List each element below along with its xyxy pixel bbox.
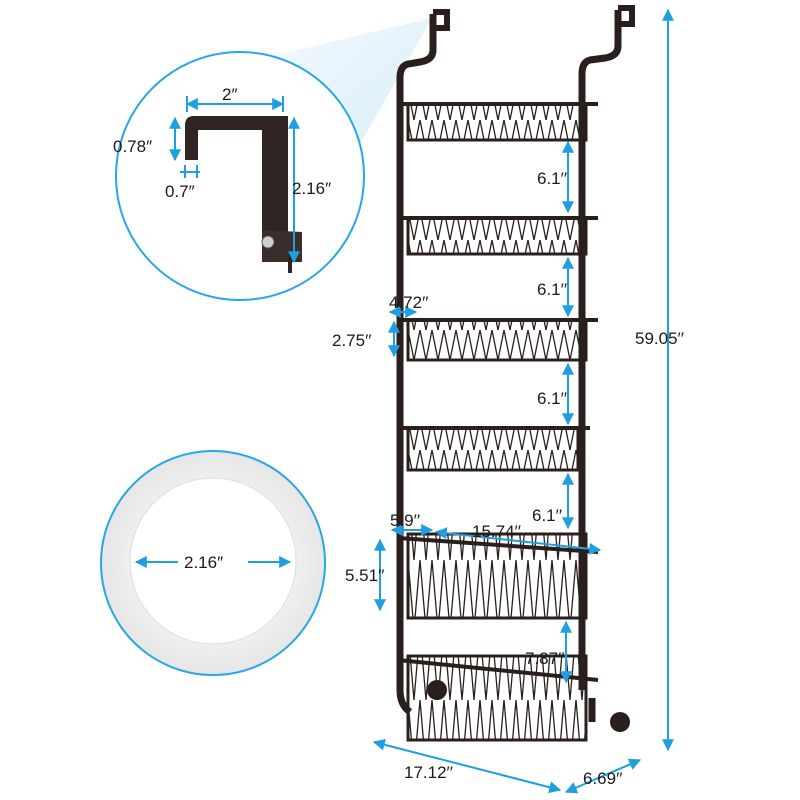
large-basket-width-label: 15.74′′	[472, 522, 521, 541]
rack-dimensions: 6.1′′ 6.1′′ 6.1′′ 6.1′′ 4.72′′ 2.75′′ 5.…	[332, 8, 684, 794]
small-basket-2	[398, 216, 598, 256]
bottom-gap-label: 7.87′′	[525, 649, 564, 668]
large-basket-height-label: 5.51′′	[345, 566, 384, 585]
small-basket-3	[398, 318, 598, 362]
total-depth-label: 6.69′′	[583, 769, 622, 788]
hook-detail-circle: 2″ 0.78″ 0.7″ 2.16″	[113, 51, 365, 301]
small-basket-4	[398, 426, 590, 472]
suction-cup-detail-circle: 2.16″	[100, 450, 326, 676]
large-basket-2	[397, 654, 599, 742]
total-height-label: 59.05′′	[635, 329, 684, 348]
hook-lip-label: 0.78″	[113, 137, 152, 156]
shelf-gap-4-label: 6.1′′	[532, 506, 562, 525]
shelf-gap-1-label: 6.1′′	[537, 169, 567, 188]
hook-thickness-label: 0.7″	[165, 182, 195, 201]
large-basket-depth-label: 5.9′′	[390, 511, 420, 530]
small-basket-depth-label: 4.72′′	[389, 293, 428, 312]
small-basket-height-label: 2.75′′	[332, 331, 371, 350]
hook-depth-label: 2.16″	[292, 179, 331, 198]
shelf-gap-2-label: 6.1′′	[537, 280, 567, 299]
total-width-label: 17.12′′	[404, 763, 453, 782]
hook-width-label: 2″	[222, 85, 237, 104]
small-basket-1	[398, 102, 598, 142]
suction-diameter-label: 2.16″	[184, 553, 223, 572]
door-rack	[396, 5, 635, 742]
shelf-gap-3-label: 6.1′′	[537, 389, 567, 408]
